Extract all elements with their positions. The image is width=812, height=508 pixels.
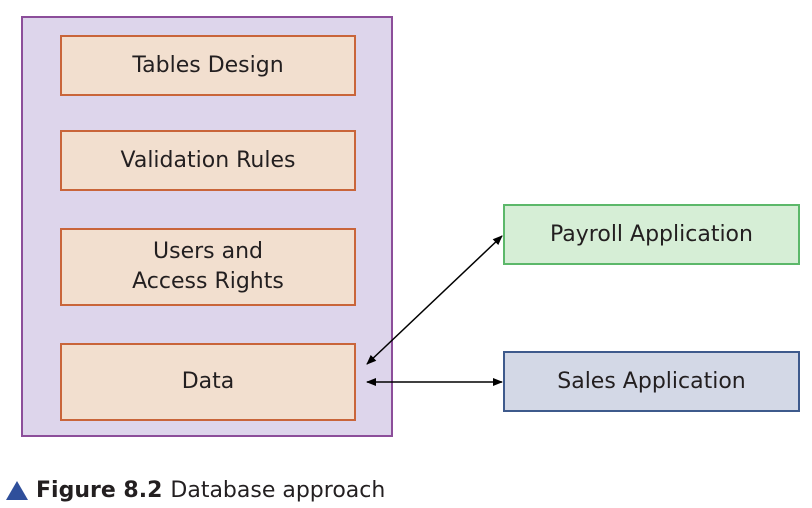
users-access-rights-box: Users and Access Rights	[60, 228, 356, 306]
users-access-label-line1: Users and	[153, 239, 263, 264]
data-to-payroll-arrow	[366, 235, 503, 365]
triangle-up-icon	[6, 480, 28, 500]
figure-caption: Figure 8.2 Database approach	[6, 475, 385, 505]
data-box: Data	[60, 343, 356, 421]
tables-design-label: Tables Design	[132, 52, 284, 78]
payroll-application-box: Payroll Application	[503, 204, 800, 265]
figure-title: Database approach	[170, 477, 386, 503]
validation-rules-label: Validation Rules	[120, 147, 296, 173]
tables-design-box: Tables Design	[60, 35, 356, 96]
sales-application-label: Sales Application	[557, 368, 746, 394]
validation-rules-box: Validation Rules	[60, 130, 356, 191]
figure-number: Figure 8.2	[36, 477, 163, 503]
sales-application-box: Sales Application	[503, 351, 800, 412]
users-access-label-line2: Access Rights	[132, 269, 284, 294]
data-label: Data	[181, 369, 235, 394]
payroll-application-label: Payroll Application	[550, 221, 753, 247]
